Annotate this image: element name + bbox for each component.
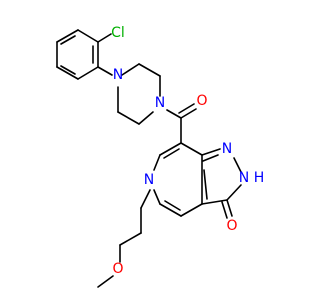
methoxypropyl-chain	[97, 189, 151, 288]
pyrazole-hydrogen-label: H	[254, 170, 265, 186]
pyrazole-nitrogen-label: N	[222, 141, 232, 157]
chemical-structure-diagram: Cl N N O N N H N O O	[56, 25, 265, 288]
pyridine-ring	[153, 142, 203, 217]
oxo-oxygen-label: O	[226, 218, 237, 234]
carbonyl-double-bond-b	[178, 103, 195, 114]
carbonyl-oxygen-label: O	[196, 93, 207, 109]
pyridine-nitrogen-label: N	[144, 172, 154, 188]
chlorophenyl-ring	[56, 29, 99, 80]
structure-svg: Cl N N O N N H N O O	[56, 25, 265, 288]
piperazine-ring	[117, 63, 161, 125]
chlorine-atom-label: Cl	[111, 25, 125, 41]
oxo-bond-b	[221, 201, 228, 219]
aryl-n-bond	[97, 66, 113, 76]
carbonyl-double-bond-a	[180, 108, 197, 119]
n-carbonyl-bond	[166, 109, 182, 119]
pyrazole-nh-nitrogen-label: N	[239, 170, 249, 186]
c-cl-bond	[97, 33, 112, 43]
piperazine-amide-nitrogen-label: N	[155, 95, 165, 111]
ether-oxygen-label: O	[112, 261, 123, 277]
pyrazole-ring	[201, 148, 242, 205]
oxo-bond-a	[226, 199, 233, 217]
piperazine-aryl-nitrogen-label: N	[113, 67, 123, 83]
